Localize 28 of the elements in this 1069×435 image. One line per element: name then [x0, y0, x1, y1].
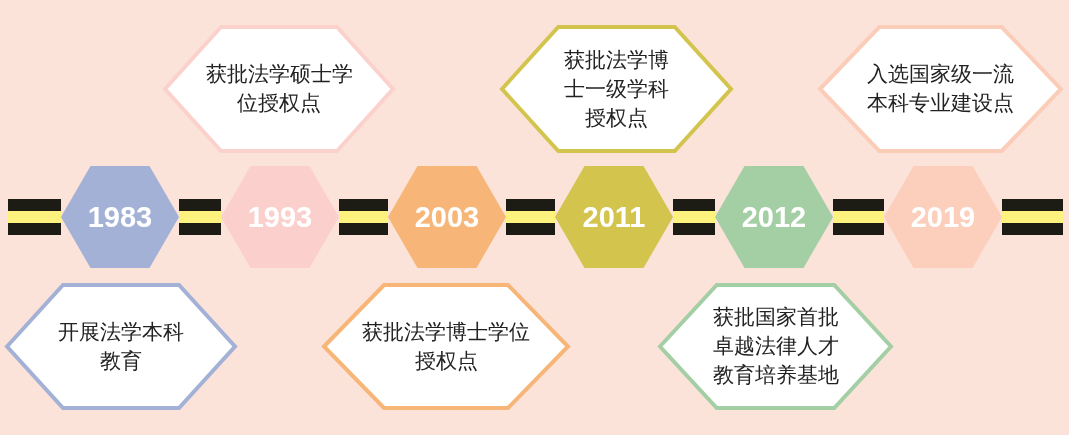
timeline-bar	[179, 199, 221, 235]
year-hexagon	[388, 166, 506, 268]
year-hexagon	[221, 166, 339, 268]
year-hexagon	[884, 166, 1002, 268]
milestone-hexagon	[818, 25, 1063, 153]
milestone-text: 获批国家首批卓越法律人才教育培养基地	[711, 304, 840, 389]
year-label: 2003	[414, 200, 480, 234]
timeline-bar	[673, 199, 715, 235]
milestone-hexagon	[658, 283, 893, 410]
milestone-hexagon	[163, 25, 395, 153]
year-label: 2019	[910, 200, 976, 234]
year-label: 2012	[741, 200, 807, 234]
milestone-hexagon	[500, 25, 733, 153]
year-label: 1983	[87, 200, 153, 234]
milestone-hexagon	[322, 283, 570, 410]
milestone-text: 获批法学硕士学位授权点	[204, 61, 354, 117]
milestone-text: 获批法学博士学位授权点	[361, 318, 531, 375]
year-hexagon	[61, 166, 179, 268]
timeline-bar	[506, 199, 555, 235]
year-hexagon	[715, 166, 833, 268]
timeline-bar	[833, 199, 884, 235]
milestone-hexagon	[5, 283, 237, 410]
milestone-text: 入选国家级一流本科专业建设点	[866, 61, 1015, 117]
year-label: 2011	[582, 200, 646, 234]
year-hexagon	[555, 166, 673, 268]
milestone-text: 开展法学本科教育	[57, 318, 185, 375]
milestone-text: 获批法学博士一级学科授权点	[563, 46, 670, 132]
timeline-bar	[339, 199, 388, 235]
